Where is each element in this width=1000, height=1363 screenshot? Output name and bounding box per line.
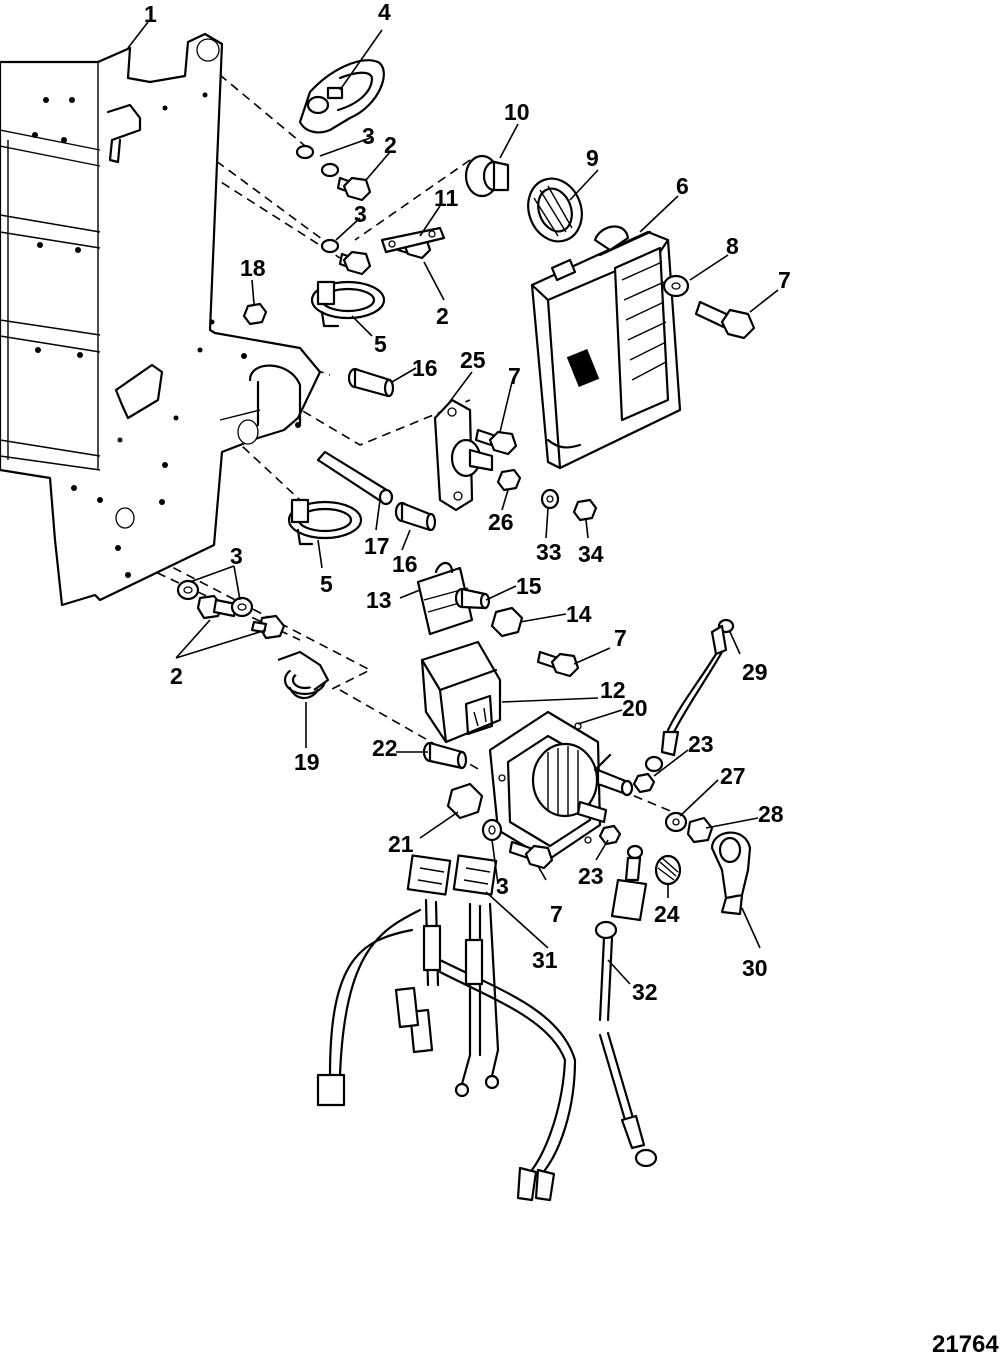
callout-4: 4	[378, 0, 391, 25]
boot-24	[654, 854, 682, 886]
wiring-harness-31	[316, 854, 577, 1202]
callout-31: 31	[532, 947, 558, 973]
callout-7b: 7	[508, 363, 521, 389]
callout-13: 13	[366, 587, 392, 613]
callout-23b: 23	[578, 863, 604, 889]
callout-7c: 7	[614, 625, 627, 651]
solenoid-20	[488, 710, 634, 862]
callout-27: 27	[720, 763, 746, 789]
clamp-19	[277, 650, 330, 700]
washer-and-screw-upper	[662, 274, 756, 340]
spacer-17	[316, 450, 394, 506]
callout-3d: 3	[496, 873, 509, 899]
nut-28	[686, 816, 714, 844]
callout-10: 10	[504, 99, 530, 125]
washer-27	[664, 811, 688, 833]
relay-12	[420, 640, 502, 744]
callout-30: 30	[742, 955, 768, 981]
nut-23-lower	[598, 824, 622, 846]
nut-14	[490, 606, 524, 638]
nut-34	[572, 498, 598, 522]
grommet-10	[464, 154, 510, 198]
callout-17: 17	[364, 533, 390, 559]
callout-34: 34	[578, 541, 604, 567]
callout-8: 8	[726, 233, 739, 259]
callout-33: 33	[536, 539, 562, 565]
callout-18: 18	[240, 255, 266, 281]
callout-labels: 1 4 3 2 10 9 6 3 11 18 2 8 7 5 25 16 7 2…	[144, 0, 999, 1358]
stud-16-lower	[394, 501, 437, 532]
callout-7d: 7	[550, 901, 563, 927]
washer-33	[540, 488, 560, 510]
callout-22: 22	[372, 735, 398, 761]
lower-left-fasteners	[176, 579, 286, 640]
callout-23: 23	[688, 731, 714, 757]
ground-cable-29	[644, 618, 735, 773]
callout-20: 20	[622, 695, 648, 721]
callout-3c: 3	[230, 543, 243, 569]
callout-2c: 2	[170, 663, 183, 689]
callout-5: 5	[374, 331, 387, 357]
callout-14: 14	[566, 601, 592, 627]
nut-18	[242, 302, 268, 326]
callout-6: 6	[676, 173, 689, 199]
callout-26: 26	[488, 509, 514, 535]
figure-number: 21764	[932, 1331, 999, 1358]
callout-16: 16	[412, 355, 438, 381]
stud-22	[422, 741, 468, 770]
callout-3: 3	[362, 123, 375, 149]
callout-11: 11	[434, 185, 459, 211]
battery-cable-32	[594, 844, 658, 1168]
nut-21	[446, 782, 484, 820]
screw-7-relay	[536, 650, 580, 678]
callout-2b: 2	[436, 303, 449, 329]
callout-5b: 5	[320, 571, 333, 597]
stud-15	[454, 587, 491, 610]
bracket-13	[416, 561, 474, 636]
callout-25: 25	[460, 347, 486, 373]
callout-24: 24	[654, 901, 680, 927]
ground-strap	[298, 59, 385, 134]
callout-1: 1	[144, 1, 157, 27]
grommet-9	[527, 177, 583, 243]
callout-12: 12	[600, 677, 626, 703]
nut-23-upper	[632, 772, 656, 794]
leader-lines	[127, 21, 779, 985]
callout-15: 15	[516, 573, 542, 599]
screw-7-mid	[474, 428, 518, 456]
mounting-plate	[0, 32, 322, 607]
callout-32: 32	[632, 979, 658, 1005]
terminal-boot-30	[710, 831, 752, 916]
clamp-upper	[310, 280, 386, 328]
ecm-module	[530, 225, 682, 470]
callout-28: 28	[758, 801, 784, 827]
callout-9: 9	[586, 145, 599, 171]
callout-19: 19	[294, 749, 320, 775]
screw-7-lower	[508, 840, 554, 870]
callout-3b: 3	[354, 201, 367, 227]
callout-2: 2	[384, 132, 397, 158]
bracket-11	[380, 226, 446, 254]
callout-29: 29	[742, 659, 768, 685]
callout-21: 21	[388, 831, 414, 857]
nut-26	[496, 468, 522, 492]
stud-16-upper	[347, 367, 395, 398]
washer-3-lower	[481, 818, 503, 842]
callout-16b: 16	[392, 551, 418, 577]
callout-7: 7	[778, 267, 791, 293]
clamp-lower	[287, 498, 363, 546]
sensor-25	[433, 398, 494, 512]
